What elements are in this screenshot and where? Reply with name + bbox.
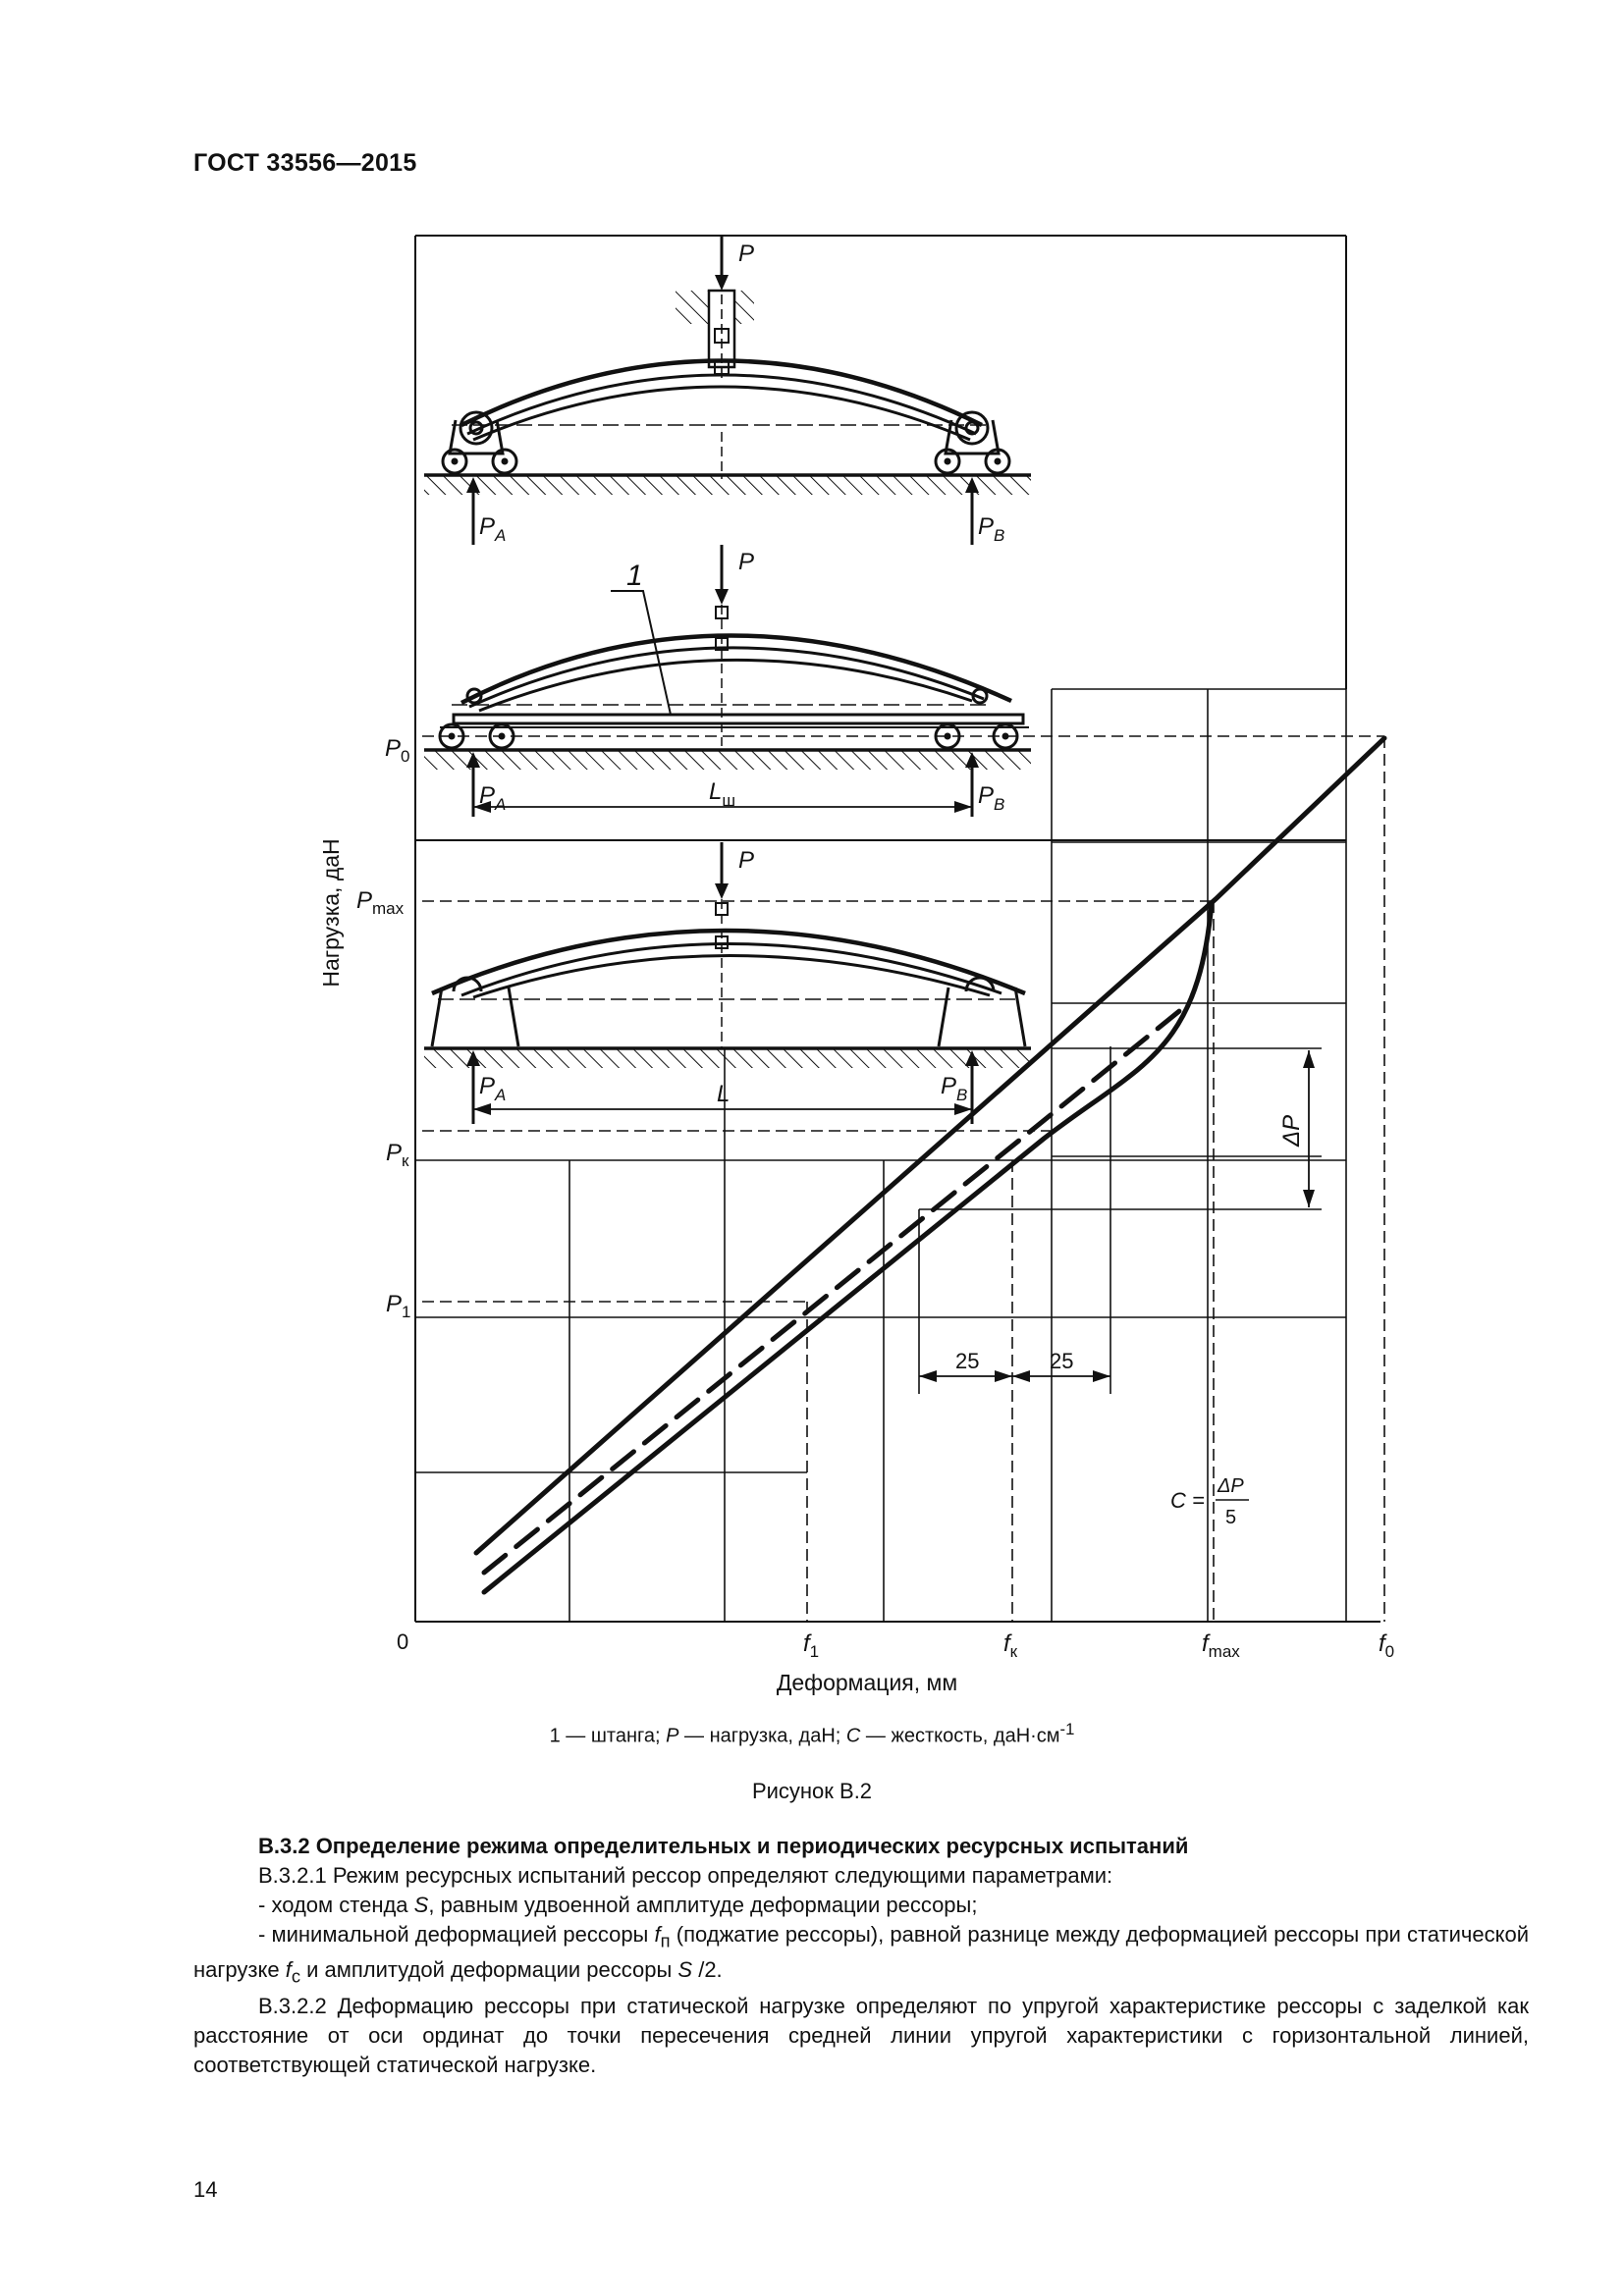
- label-p-1: P: [738, 240, 754, 267]
- frame: [414, 235, 1380, 1623]
- x-axis-title: Деформация, мм: [777, 1670, 957, 1695]
- panel-3-sliding-ends: [424, 842, 1031, 1124]
- characteristic-curves: [473, 735, 1387, 1595]
- label-p-3: P: [738, 847, 754, 874]
- label-pa-2: PA: [479, 782, 506, 814]
- label-pa-3: PA: [479, 1073, 506, 1104]
- label-p-2: P: [738, 549, 754, 575]
- chart-grid: [415, 688, 1347, 1622]
- label-origin: 0: [397, 1629, 408, 1654]
- y-axis-title: Нагрузка, даН: [318, 838, 344, 987]
- panel-1-fixed-ends: [424, 236, 1031, 545]
- label-pmax: Pmax: [356, 887, 405, 918]
- label-l-sh: Lш: [709, 778, 735, 810]
- label-pb-3: PB: [941, 1073, 967, 1104]
- figure-legend: 1 — штанга; P — нагрузка, даН; C — жестк…: [549, 1720, 1075, 1747]
- label-f1: f1: [803, 1630, 819, 1661]
- label-p1: P1: [386, 1291, 410, 1321]
- c-formula-num: ΔP: [1217, 1475, 1244, 1497]
- section-heading: В.3.2 Определение режима определительных…: [258, 1834, 1189, 1858]
- dim-25-left: 25: [955, 1349, 979, 1373]
- label-pk: Pк: [386, 1140, 409, 1170]
- curve-mean: [481, 1000, 1192, 1575]
- delta-p-dimension: [1303, 1050, 1315, 1207]
- paragraph-stroke: - ходом стенда S, равным удвоенной ампли…: [258, 1893, 978, 1917]
- label-fk: fк: [1003, 1630, 1018, 1661]
- label-p0: P0: [385, 735, 409, 766]
- label-pa-1: PA: [479, 513, 506, 545]
- paragraph-min-deformation: - минимальной деформацией рессоры fп (по…: [193, 1922, 1529, 1987]
- document-header: ГОСТ 33556—2015: [193, 149, 417, 177]
- page-number: 14: [193, 2177, 218, 2202]
- section-b32: В.3.2 Определение режима определительных…: [193, 1832, 1529, 2080]
- label-pb-2: PB: [978, 782, 1004, 814]
- dim-25-right: 25: [1050, 1349, 1073, 1373]
- label-item-1: 1: [626, 560, 643, 592]
- figure-caption: Рисунок В.2: [751, 1779, 873, 1803]
- chart-dashed-guides: [422, 735, 1385, 1622]
- label-l: L: [717, 1081, 730, 1107]
- curve-unloading: [481, 900, 1215, 1595]
- dim-25: [919, 1370, 1110, 1382]
- panel-2-with-rod: [424, 545, 1031, 817]
- label-pb-1: PB: [978, 513, 1004, 545]
- label-f0: f0: [1379, 1630, 1394, 1661]
- label-delta-p: ΔP: [1278, 1115, 1305, 1148]
- curve-loading: [473, 735, 1387, 1556]
- paragraph-b322: В.3.2.2 Деформацию рессоры при статическ…: [193, 1993, 1529, 2077]
- c-formula-lhs: C =: [1170, 1488, 1205, 1513]
- c-formula-den: 5: [1225, 1507, 1236, 1528]
- label-fmax: fmax: [1202, 1630, 1240, 1661]
- paragraph-b321: В.3.2.1 Режим ресурсных испытаний рессор…: [258, 1863, 1113, 1888]
